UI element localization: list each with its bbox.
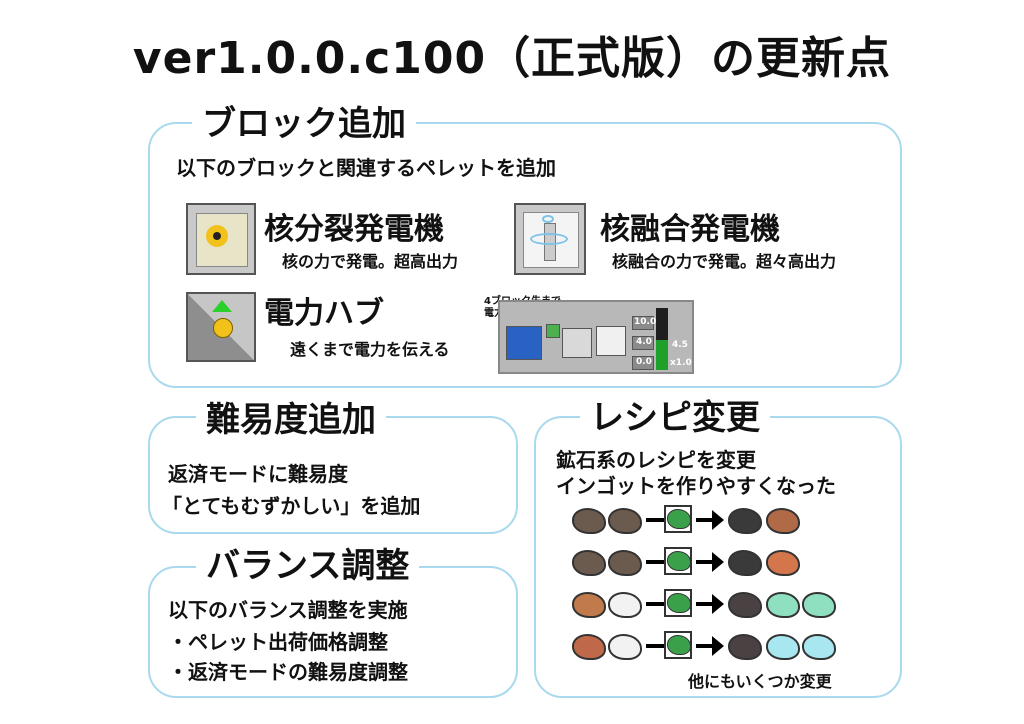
fission-name: 核分裂発電機 xyxy=(264,212,444,247)
arrow-icon xyxy=(696,644,714,648)
recipe-heading: レシピ変更 xyxy=(580,398,770,438)
gui-value-3: 4.5 xyxy=(672,340,688,350)
balance-line1: 以下のバランス調整を実施 xyxy=(168,598,408,622)
output-item-icon xyxy=(802,592,836,618)
block-intro: 以下のブロックと関連するペレットを追加 xyxy=(176,156,556,180)
pot-icon xyxy=(667,551,691,571)
input-item-icon xyxy=(572,550,606,576)
output-item-icon xyxy=(728,592,762,618)
arrow-icon xyxy=(646,602,664,606)
output-item-icon xyxy=(766,634,800,660)
input-item-icon xyxy=(608,550,642,576)
fusion-desc: 核融合の力で発電。超々高出力 xyxy=(612,252,837,271)
arrow-head-icon xyxy=(712,594,724,614)
recipe-line2: インゴットを作りやすくなった xyxy=(556,474,836,498)
block-heading: ブロック追加 xyxy=(192,104,416,144)
gui-value-1: 4.0 xyxy=(636,337,652,347)
gui-value-0: 10.0 xyxy=(634,317,657,327)
balance-heading: バランス調整 xyxy=(196,546,420,586)
pot-icon xyxy=(667,635,691,655)
fission-generator-icon xyxy=(186,203,256,275)
input-item-icon xyxy=(572,508,606,534)
output-item-icon xyxy=(766,508,800,534)
output-item-icon xyxy=(766,550,800,576)
gui-value-4: x1.0 xyxy=(670,358,692,368)
hub-screenshot: 10.0 4.0 0.0 4.5 x1.0 xyxy=(498,300,694,374)
difficulty-line1: 返済モードに難易度 xyxy=(168,462,348,486)
arrow-icon xyxy=(696,560,714,564)
gui-value-2: 0.0 xyxy=(636,357,652,367)
arrow-icon xyxy=(646,518,664,522)
pot-icon xyxy=(667,509,691,529)
arrow-head-icon xyxy=(712,636,724,656)
input-item-icon xyxy=(608,508,642,534)
output-item-icon xyxy=(728,634,762,660)
difficulty-line2: 「とてもむずかしい」を追加 xyxy=(162,494,421,518)
input-item-icon xyxy=(572,592,606,618)
block-panel xyxy=(148,122,902,388)
arrow-icon xyxy=(646,560,664,564)
difficulty-heading: 難易度追加 xyxy=(196,400,386,440)
output-item-icon xyxy=(766,592,800,618)
arrow-icon xyxy=(696,518,714,522)
fusion-generator-icon xyxy=(514,203,586,275)
input-item-icon xyxy=(608,592,642,618)
power-hub-icon xyxy=(186,292,256,362)
recipe-line1: 鉱石系のレシピを変更 xyxy=(556,448,756,472)
output-item-icon xyxy=(802,634,836,660)
recipe-footer: 他にもいくつか変更 xyxy=(688,672,832,691)
page-title: ver1.0.0.c100（正式版）の更新点 xyxy=(132,33,892,84)
input-item-icon xyxy=(608,634,642,660)
arrow-icon xyxy=(696,602,714,606)
hub-desc: 遠くまで電力を伝える xyxy=(290,340,450,359)
arrow-head-icon xyxy=(712,552,724,572)
output-item-icon xyxy=(728,508,762,534)
input-item-icon xyxy=(572,634,606,660)
pot-icon xyxy=(667,593,691,613)
fusion-name: 核融合発電機 xyxy=(600,212,780,247)
balance-line2: ・ペレット出荷価格調整 xyxy=(168,630,388,654)
arrow-icon xyxy=(646,644,664,648)
balance-line3: ・返済モードの難易度調整 xyxy=(168,660,408,684)
fission-desc: 核の力で発電。超高出力 xyxy=(282,252,459,271)
output-item-icon xyxy=(728,550,762,576)
hub-name: 電力ハブ xyxy=(264,296,384,331)
arrow-head-icon xyxy=(712,510,724,530)
